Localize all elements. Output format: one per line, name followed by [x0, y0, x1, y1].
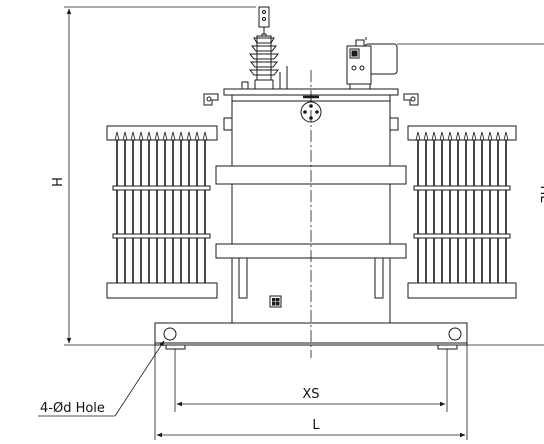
left-radiator-fins: [116, 140, 206, 283]
hole-leader: [38, 340, 165, 417]
hv-bushing: [241, 6, 288, 90]
dimension-hl: [397, 43, 544, 346]
left-radiator: [106, 125, 218, 299]
dimension-label-l: L: [312, 418, 320, 433]
dimension-xs: [174, 349, 448, 412]
dimension-h: [64, 6, 256, 346]
hole-label: 4-Ød Hole: [40, 401, 105, 416]
dimension-label-hl: HL: [537, 185, 544, 203]
dimension-label-h: H: [51, 177, 66, 187]
dimension-l: [154, 345, 468, 440]
right-radiator: [407, 125, 517, 299]
conservator: [346, 37, 398, 90]
dimension-label-xs: XS: [302, 387, 319, 402]
right-radiator-fins: [417, 140, 507, 283]
